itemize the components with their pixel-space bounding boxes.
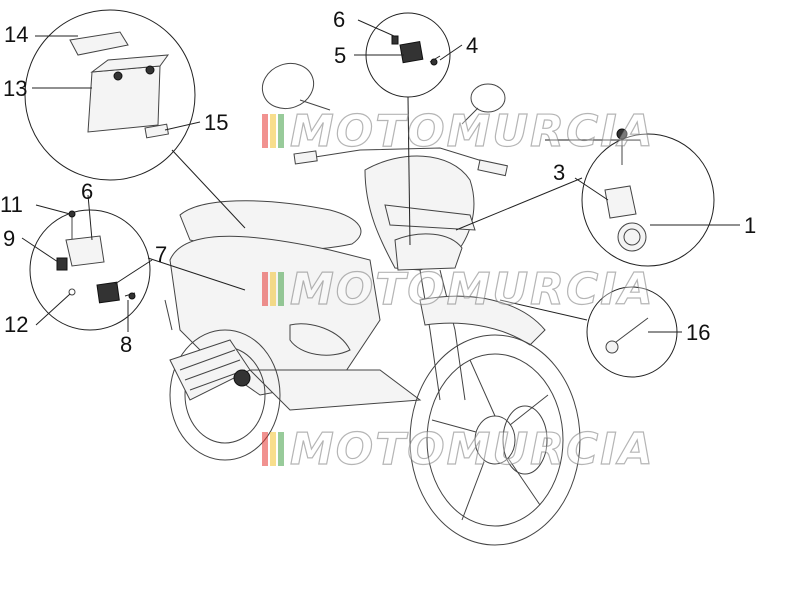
screw-head-part-4 [430,58,438,66]
bracket-part-3 [604,185,637,219]
leader-left-to-scooter [147,257,246,291]
leader-15 [164,121,201,131]
flag-red-stripe [262,114,268,148]
light-bar [384,204,476,231]
callout-3: 3 [553,160,565,185]
flag-yellow-stripe [270,272,276,306]
flag-yellow-stripe [270,432,276,466]
brake-disc [502,405,548,475]
callout-14: 14 [4,22,28,47]
watermark-text-top: MOTOMURCIA [290,106,655,157]
side-vent [289,323,351,356]
detail-horn [455,128,715,267]
detail-circle-battery [24,9,196,181]
rear-tire-outer [169,329,281,461]
front-fender [419,295,546,346]
left-mirror [261,62,315,110]
right-grip [477,159,508,177]
watermark-top: MOTOMURCIA [262,105,655,158]
flag-green-stripe [278,114,284,148]
leader-7 [114,259,153,285]
callout-13: 13 [3,76,27,101]
callout-numbers: 1 2 3 4 5 6 6 7 8 9 11 12 13 14 15 16 [0,7,756,357]
relay-part-5 [399,40,424,64]
clip-part-6-top [391,35,399,45]
front-spokes [431,359,549,521]
leader-battery-to-scooter [171,149,246,229]
callout-15: 15 [204,110,228,135]
front-tire-outer [409,334,581,546]
rear-stand [164,299,173,331]
clip-part-9 [56,257,68,271]
leader-16-to-scooter [499,299,588,321]
callout-6-left: 6 [81,179,93,204]
watermark-text-middle: MOTOMURCIA [290,264,655,315]
front-tire-inner [426,353,564,527]
right-mirror [470,83,506,113]
flag-red-stripe [262,432,268,466]
battery-front-part-13 [87,65,161,133]
left-grip [293,150,318,165]
battery-cover-part-14 [69,31,129,56]
leader-horn-to-scooter [455,177,583,231]
flag-red-stripe [262,272,268,306]
detail-circle-horn [581,133,715,267]
horn-part-1 [617,222,647,252]
front-fork-right [439,269,466,401]
leader-6-left [87,194,93,241]
detail-circle-left [29,209,151,331]
rear-hub [233,369,251,387]
callout-9: 9 [3,226,15,251]
flag-green-stripe [278,432,284,466]
detail-relay-left [29,209,246,331]
leader-9 [21,237,59,263]
screw-head-part-8 [128,292,136,300]
callout-6-top: 6 [333,7,345,32]
nut-part-12 [68,288,76,296]
detail-battery [24,9,246,229]
battery-top-part-13 [90,54,170,73]
front-fork-left [419,269,441,401]
horn-inner [623,228,641,246]
leader-11 [35,204,71,215]
callout-7: 7 [155,242,167,267]
detail-relay-top [365,12,451,246]
floorboard [248,369,422,411]
flag-yellow-stripe [270,114,276,148]
callout-16: 16 [686,320,710,345]
battery-terminal-pos [145,65,155,75]
watermark-bottom: MOTOMURCIA [262,423,655,476]
right-mirror-stem [461,107,479,125]
callout-11: 11 [0,192,23,217]
leader-4 [439,44,463,61]
leader-top-to-scooter [407,96,411,246]
left-mirror-stem [299,99,331,111]
leader-12 [35,293,71,326]
bracket-part-6 [65,235,105,267]
bolt-head-part-horn [616,128,628,140]
scooter-drawing [164,62,581,546]
callout-4: 4 [466,33,478,58]
battery-terminal-neg [113,71,123,81]
callout-8: 8 [120,332,132,357]
leader-6-top [357,19,395,37]
bolt-shank-part-16 [611,317,649,346]
callout-5: 5 [334,43,346,68]
flag-green-stripe [278,272,284,306]
leader-3 [574,177,609,201]
bolt-head-part-16 [605,340,619,354]
relay-part-7 [96,281,120,304]
watermark-middle: MOTOMURCIA [262,263,655,316]
watermark-text-bottom: MOTOMURCIA [290,424,655,475]
callout-lines [21,19,740,333]
callout-1: 1 [744,213,756,238]
handlebar [295,147,506,169]
muffler [169,339,251,401]
callout-12: 12 [4,312,28,337]
front-panel-dark [394,233,463,271]
